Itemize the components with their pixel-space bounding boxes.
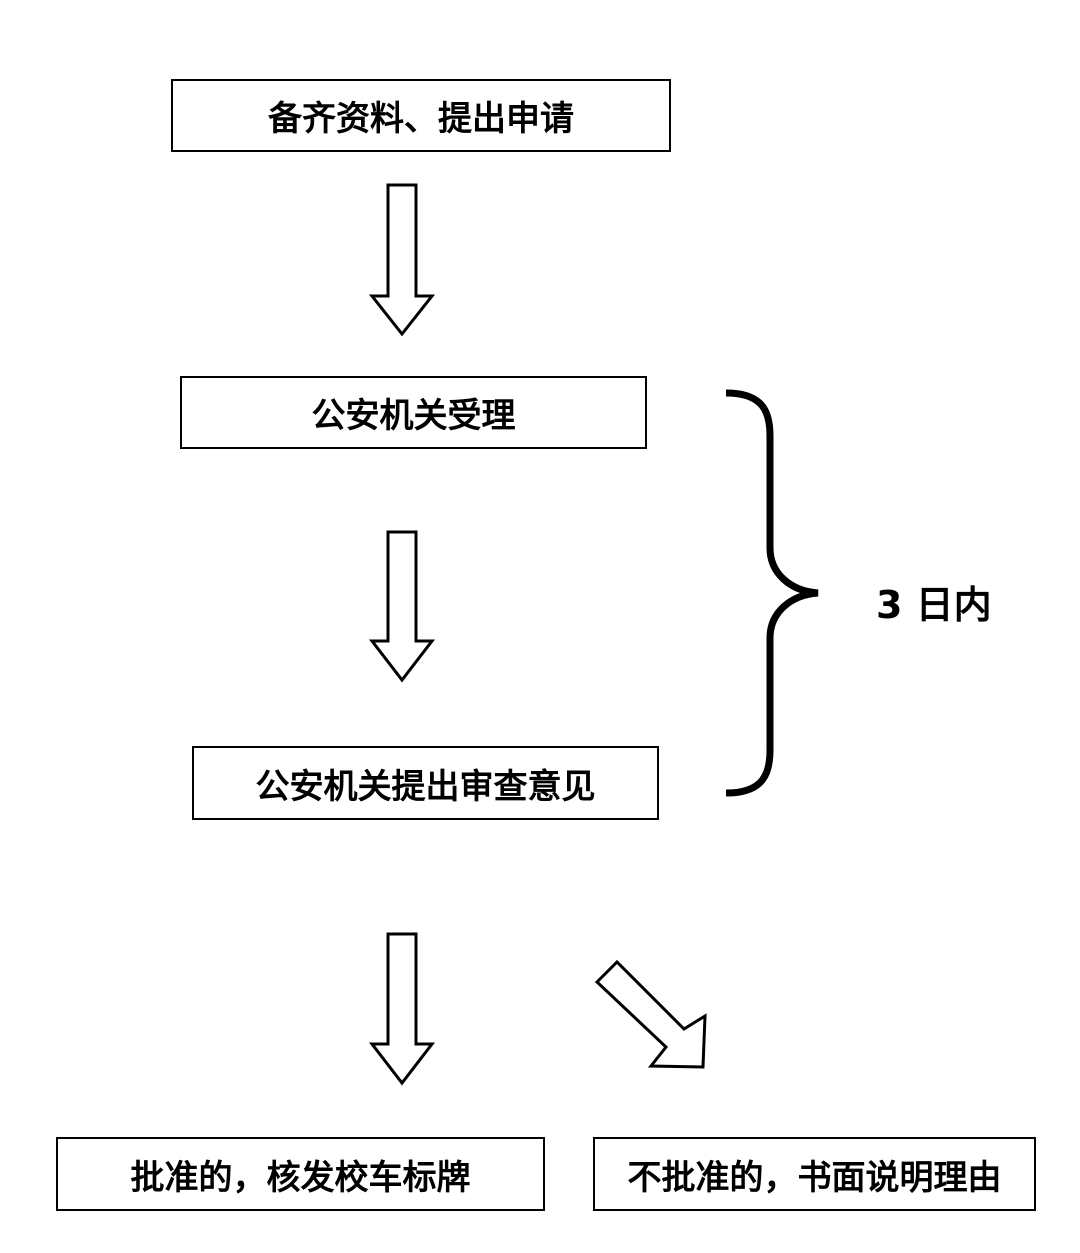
step-accept-box: 公安机关受理 xyxy=(180,376,647,449)
step-accept-label: 公安机关受理 xyxy=(311,396,516,436)
arrow-down-icon xyxy=(368,530,436,683)
arrow-diagonal-icon xyxy=(594,959,707,1069)
arrow-down-icon xyxy=(368,183,436,337)
outcome-approve-box: 批准的，核发校车标牌 xyxy=(56,1137,545,1211)
outcome-reject-label: 不批准的，书面说明理由 xyxy=(627,1157,1002,1198)
step-review-box: 公安机关提出审查意见 xyxy=(192,746,659,820)
duration-label: 3 日内 xyxy=(876,583,992,627)
step-apply-box: 备齐资料、提出申请 xyxy=(171,79,671,152)
arrow-down-icon xyxy=(368,932,436,1086)
step-review-label: 公安机关提出审查意见 xyxy=(255,766,596,807)
right-curly-brace-icon xyxy=(725,389,819,797)
outcome-approve-label: 批准的，核发校车标牌 xyxy=(130,1157,471,1198)
step-apply-label: 备齐资料、提出申请 xyxy=(268,99,574,139)
outcome-reject-box: 不批准的，书面说明理由 xyxy=(593,1137,1036,1211)
